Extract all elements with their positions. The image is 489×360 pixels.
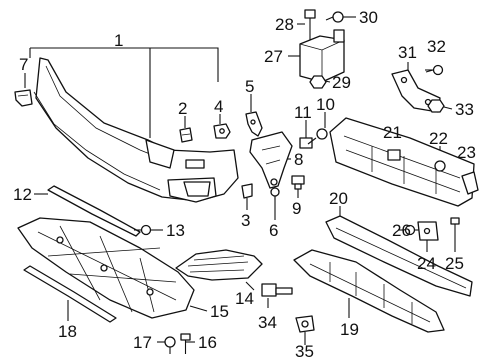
- callout-31: 31: [398, 43, 417, 62]
- bracket-7-part: [14, 89, 33, 107]
- grille-14-part: [175, 249, 263, 281]
- callout-22: 22: [429, 129, 448, 148]
- clip-3-part: [241, 183, 253, 199]
- callout-10: 10: [316, 95, 335, 114]
- pin-25-part: [450, 217, 460, 238]
- nut-29-part: [309, 75, 327, 89]
- bolt-22-part: [434, 160, 446, 172]
- callout-labels: 1 2 3 4 5 6 7 8 9 10 11 12 13 14 15 16 1…: [13, 8, 476, 360]
- nut-33-part: [427, 99, 445, 113]
- callout-5: 5: [245, 77, 254, 96]
- bracket-23-part: [461, 171, 479, 195]
- callout-27: 27: [264, 47, 283, 66]
- lower-deflector-15-part: [17, 217, 195, 319]
- callout-19: 19: [340, 320, 359, 339]
- callout-34: 34: [258, 313, 277, 332]
- callout-28: 28: [275, 15, 294, 34]
- lower-trim-18-part: [23, 265, 117, 323]
- callout-6: 6: [269, 221, 278, 240]
- callout-17: 17: [133, 333, 152, 352]
- bumper-cover-part: [33, 57, 239, 203]
- callout-20: 20: [329, 189, 348, 208]
- fastener-6-part: [270, 187, 280, 200]
- callout-14: 14: [235, 289, 254, 308]
- bracket-5-part: [245, 111, 263, 137]
- callout-12: 12: [13, 185, 32, 204]
- bolt-17-part: [164, 336, 176, 354]
- screw-32-part: [425, 64, 444, 76]
- callout-9: 9: [292, 199, 301, 218]
- callout-4: 4: [214, 97, 223, 116]
- impact-bar-20-part: [325, 215, 473, 297]
- bolt-16-part: [180, 333, 191, 354]
- clip-11-part: [299, 137, 313, 149]
- sensor-holder-35-part: [295, 315, 315, 333]
- callout-1: 1: [114, 31, 123, 50]
- callout-3: 3: [241, 211, 250, 230]
- mount-bracket-8-part: [249, 131, 293, 189]
- clip-2-part: [179, 127, 193, 143]
- callout-11: 11: [294, 103, 312, 122]
- callout-24: 24: [417, 254, 436, 273]
- callout-30: 30: [359, 8, 378, 27]
- bolt-28-part: [304, 9, 316, 40]
- callout-13: 13: [166, 221, 185, 240]
- clip-4-part: [213, 123, 231, 139]
- absorber-19-part: [293, 249, 445, 333]
- callout-32: 32: [427, 37, 446, 56]
- callout-26: 26: [392, 221, 411, 240]
- callout-15: 15: [210, 302, 229, 321]
- callout-21: 21: [383, 123, 402, 142]
- callout-18: 18: [58, 322, 77, 341]
- callout-35: 35: [295, 342, 314, 360]
- callout-7: 7: [19, 55, 28, 74]
- screw-10-part: [307, 128, 328, 145]
- screw-30-part: [325, 11, 344, 23]
- bolt-26-part: [398, 224, 416, 236]
- callout-29: 29: [332, 73, 351, 92]
- trim-strip-12-part: [47, 185, 141, 237]
- carrier-frame-21-part: [329, 117, 475, 207]
- callout-8: 8: [294, 150, 303, 169]
- sensor-34-part: [261, 283, 293, 297]
- bracket-24-part: [417, 221, 439, 241]
- bracket-27-part: [299, 29, 345, 83]
- callout-23: 23: [457, 143, 476, 162]
- callout-25: 25: [445, 254, 464, 273]
- callout-16: 16: [198, 333, 217, 352]
- callout-33: 33: [455, 100, 474, 119]
- callout-2: 2: [178, 99, 187, 118]
- fastener-9-part: [291, 175, 305, 190]
- screw-13-part: [134, 224, 152, 236]
